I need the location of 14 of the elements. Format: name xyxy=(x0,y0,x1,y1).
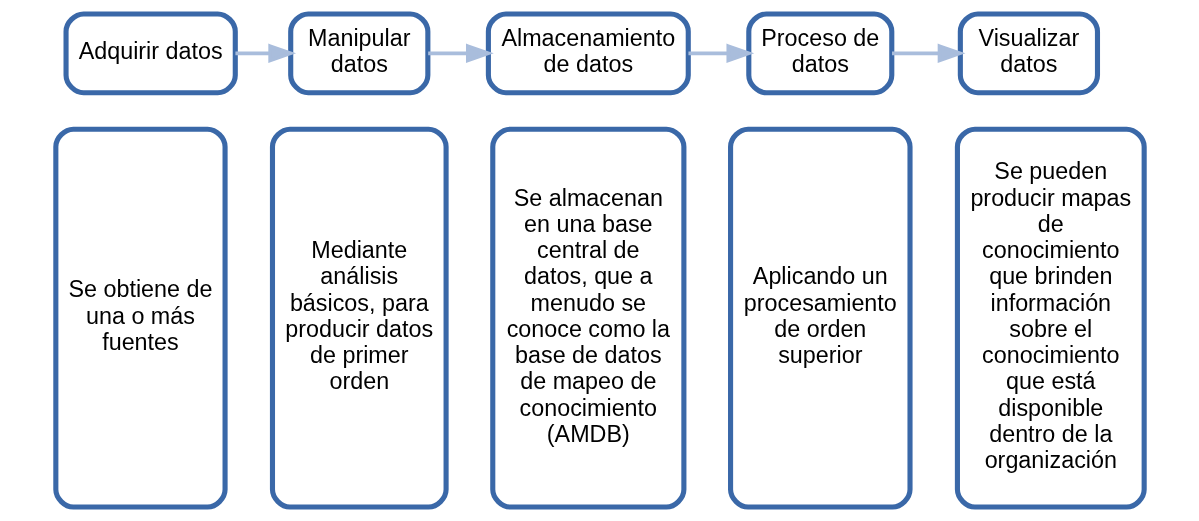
node-box: Adquirir datos xyxy=(63,11,238,96)
node-box: Se obtiene de una o más fuentes xyxy=(52,126,228,510)
node-box: Almacenamiento de datos xyxy=(485,11,691,96)
node-box: Se pueden producir mapas de conocimiento que brinden información sobre el conocimiento que está disponible dentro de la organización xyxy=(954,126,1147,510)
arrow xyxy=(427,43,494,64)
arrow xyxy=(687,43,754,64)
arrow xyxy=(891,43,965,64)
node-box: Proceso de datos xyxy=(745,11,894,96)
node-box: Visualizar datos xyxy=(957,11,1100,96)
arrow xyxy=(234,43,296,64)
node-box: Manipular datos xyxy=(287,11,430,96)
node-box: Aplicando un procesamiento de orden superior xyxy=(727,126,913,510)
node-box: Mediante análisis básicos, para producir datos de primer orden xyxy=(269,126,449,510)
node-box: Se almacenan en una base central de datos, que a menudo se conoce como la base de datos de mapeo de conocimiento (AMDB) xyxy=(489,126,686,510)
